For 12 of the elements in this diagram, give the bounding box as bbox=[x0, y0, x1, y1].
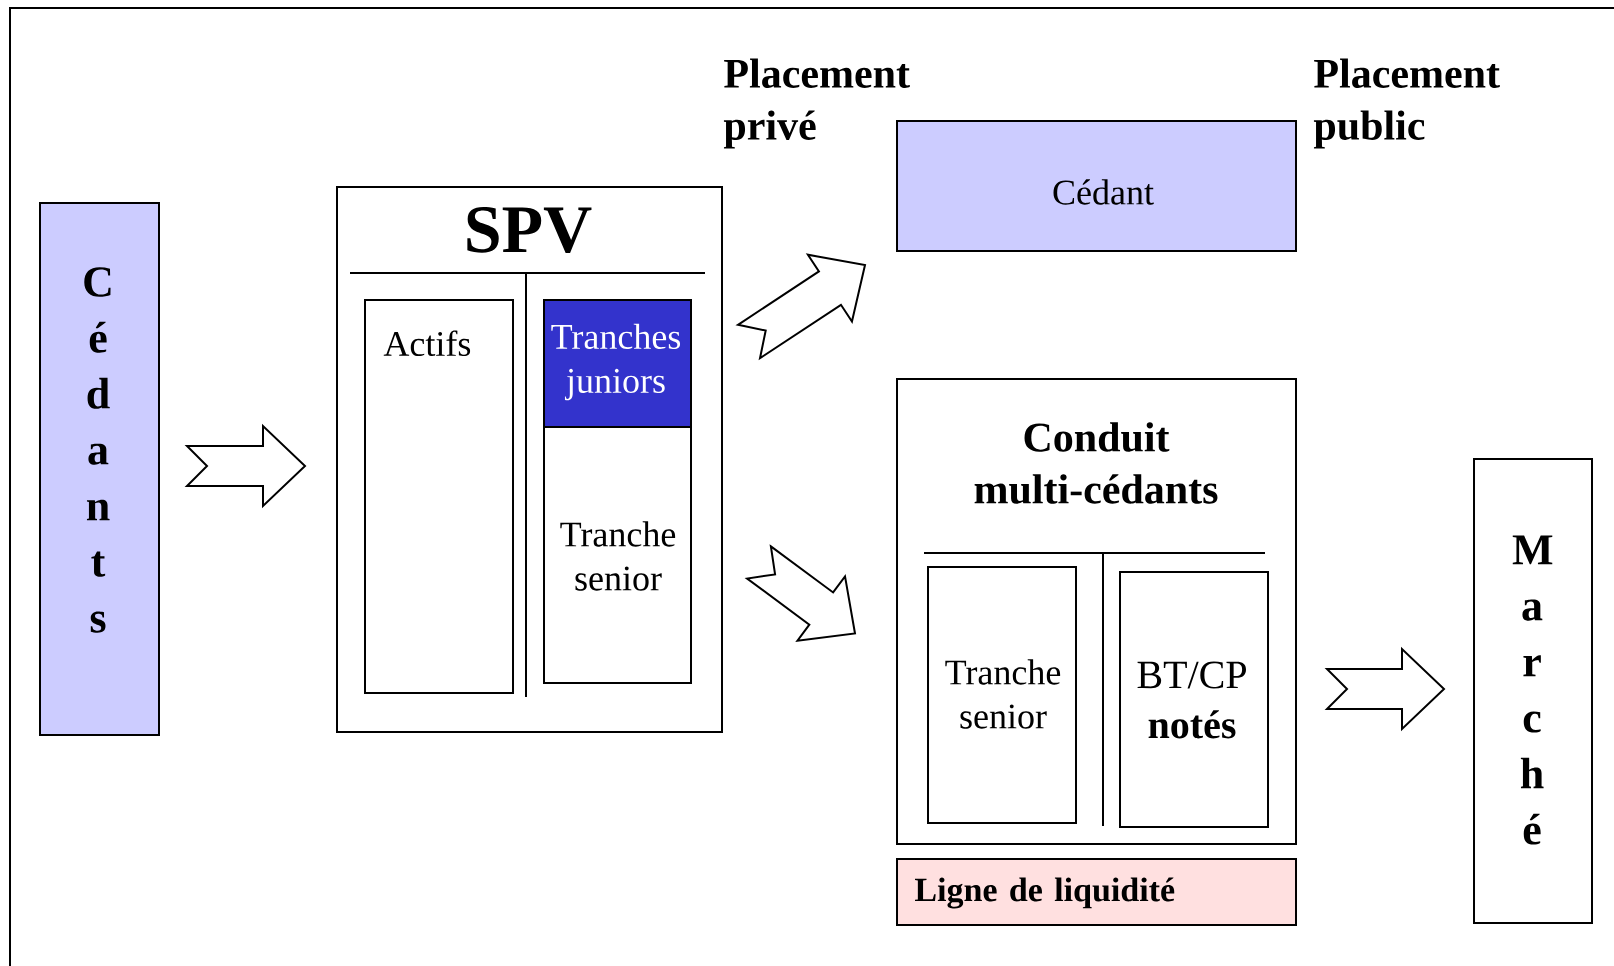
asset-box: Actifs bbox=[364, 299, 514, 694]
block-arrow bbox=[1324, 646, 1446, 732]
market-box: Marché bbox=[1473, 458, 1593, 924]
party-box: Cédant bbox=[896, 120, 1297, 252]
party-box: Cédants bbox=[39, 202, 160, 736]
liquidity-bar: Ligne de liquidité bbox=[896, 858, 1297, 926]
tranche-box: Tranches juniors bbox=[543, 299, 692, 428]
tranche-box: Tranche senior bbox=[927, 566, 1077, 824]
block-arrow bbox=[184, 423, 307, 509]
tranche-box: Tranche senior bbox=[543, 426, 692, 684]
section-heading: Placement public bbox=[1313, 58, 1500, 149]
security-box: BT/CP notés bbox=[1119, 571, 1269, 828]
